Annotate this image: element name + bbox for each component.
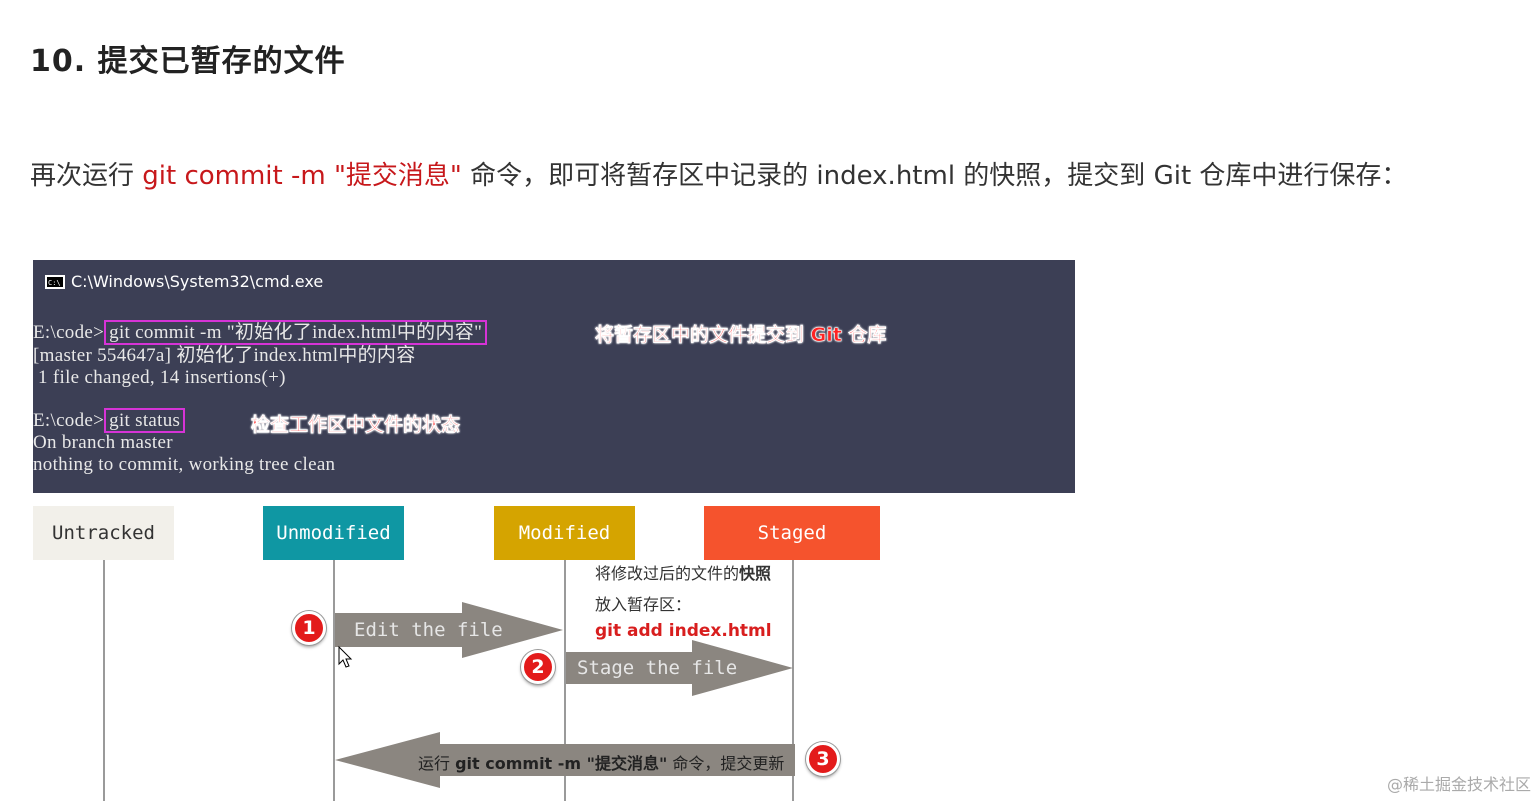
lifeline-staged: [792, 560, 794, 801]
prompt: E:\code>: [33, 410, 105, 431]
section-heading: 10. 提交已暂存的文件: [30, 44, 346, 79]
highlighted-command: git status: [104, 408, 186, 433]
prompt: E:\code>: [33, 322, 105, 343]
watermark: @稀土掘金技术社区: [1386, 775, 1531, 794]
lifeline-unmodified: [333, 560, 335, 801]
terminal-line-5: On branch master: [33, 432, 173, 453]
terminal-line-1: E:\code>git commit -m "初始化了index.html中的内…: [33, 320, 488, 345]
state-staged: Staged: [704, 506, 880, 560]
terminal-title: C:\Windows\System32\cmd.exe: [71, 272, 324, 291]
paragraph-command: git commit -m "提交消息": [142, 161, 462, 191]
paragraph-text-1: 再次运行: [30, 161, 143, 191]
terminal-line-2: [master 554647a] 初始化了index.html中的内容: [33, 345, 416, 366]
arrow-commit-label: 运行 git commit -m "提交消息" 命令，提交更新: [418, 754, 785, 773]
terminal-screenshot: C:\Windows\System32\cmd.exe E:\code>git …: [33, 260, 1075, 493]
arrow-stage-label: Stage the file: [577, 657, 738, 679]
terminal-line-6: nothing to commit, working tree clean: [33, 454, 336, 475]
paragraph-text-2: 命令，即可将暂存区中记录的 index.html 的快照，提交到 Git 仓库中…: [461, 161, 1408, 191]
cursor-icon: [338, 645, 353, 668]
state-unmodified: Unmodified: [263, 506, 404, 560]
arrow-edit-label: Edit the file: [354, 619, 503, 641]
state-untracked: Untracked: [33, 506, 174, 560]
arrow-commit: [335, 732, 795, 788]
highlighted-command: git commit -m "初始化了index.html中的内容": [104, 320, 488, 345]
lifeline-modified: [564, 560, 566, 801]
step-badge-1: 1: [292, 611, 326, 645]
annotation-commit: 将暂存区中的文件提交到 Git 仓库: [595, 324, 887, 347]
terminal-line-4: E:\code>git status: [33, 408, 186, 433]
arrow-stage-file: [566, 640, 793, 696]
staging-note-command: git add index.html: [595, 621, 772, 641]
description-paragraph: 再次运行 git commit -m "提交消息" 命令，即可将暂存区中记录的 …: [30, 150, 1410, 202]
terminal-title-bar: C:\Windows\System32\cmd.exe: [45, 272, 324, 293]
lifeline-untracked: [103, 560, 105, 801]
state-modified: Modified: [494, 506, 635, 560]
cmd-icon: [45, 273, 65, 293]
terminal-line-3: 1 file changed, 14 insertions(+): [33, 367, 286, 388]
step-badge-2: 2: [521, 650, 555, 684]
annotation-status: 检查工作区中文件的状态: [251, 414, 461, 437]
step-badge-3: 3: [806, 742, 840, 776]
staging-note-line-1: 将修改过后的文件的快照: [595, 564, 772, 583]
staging-note-line-2: 放入暂存区：: [595, 595, 692, 614]
arrow-edit-file: [335, 602, 563, 658]
